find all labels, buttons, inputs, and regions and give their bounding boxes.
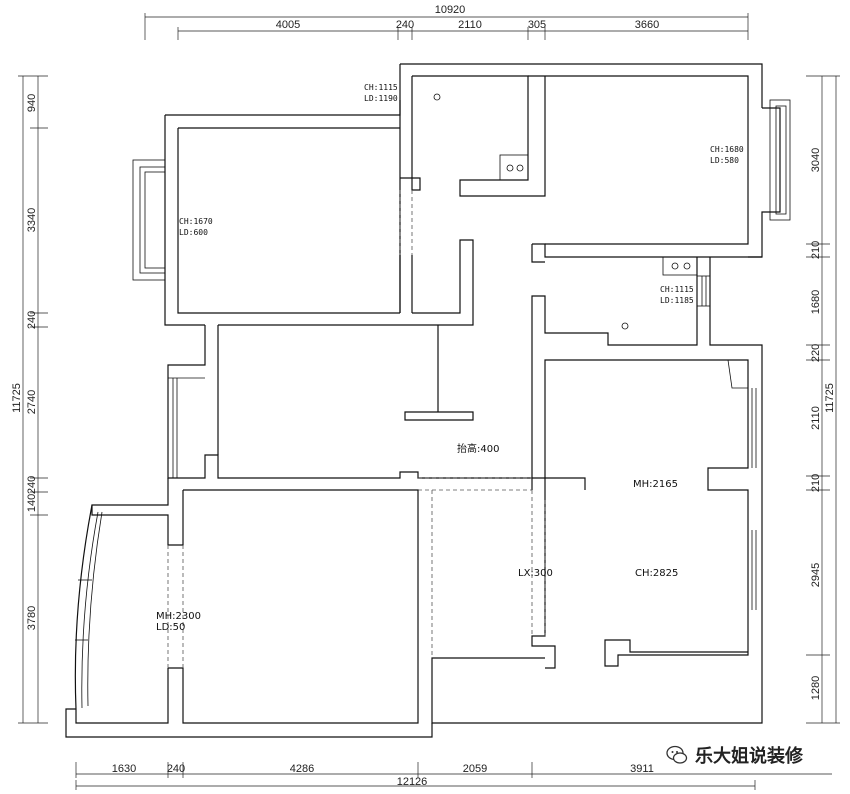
dim-right-total: 11725 — [824, 383, 836, 413]
dim-top-3: 2110 — [458, 19, 482, 31]
dim-left-total: 11725 — [11, 383, 23, 413]
wechat-icon — [666, 745, 688, 764]
right-dimensions: 3040 210 1680 220 2110 210 2945 1280 117… — [806, 75, 840, 724]
dim-bottom-3: 4286 — [290, 763, 314, 775]
left-dimensions: 940 3340 240 2740 240 140 3780 11725 — [11, 75, 48, 724]
dim-bottom-2: 240 — [167, 763, 185, 775]
bedroom-nw-ch: CH:1670 — [179, 217, 213, 226]
bedroom-ne-ld: LD:580 — [710, 156, 739, 165]
dim-right-7: 2945 — [810, 563, 822, 587]
walls — [65, 63, 791, 738]
dim-left-7: 3780 — [26, 606, 38, 630]
dim-right-2: 210 — [810, 241, 822, 259]
dim-right-4: 220 — [810, 344, 822, 362]
dim-bottom-1: 1630 — [112, 763, 136, 775]
balcony-door-height: MH:2300 — [156, 611, 201, 622]
dim-left-3: 240 — [26, 311, 38, 329]
dim-top-4: 305 — [528, 19, 546, 31]
top-dimensions: 10920 4005 240 2110 305 3660 — [144, 4, 749, 40]
dim-top-5: 3660 — [635, 19, 659, 31]
dim-left-5: 240 — [26, 476, 38, 494]
dim-right-1: 3040 — [810, 148, 822, 172]
kitchen-ch: CH:1115 — [364, 83, 398, 92]
lx-label: LX:300 — [518, 568, 553, 579]
living-door-height: MH:2165 — [633, 479, 678, 490]
bath-ld: LD:1185 — [660, 296, 694, 305]
dim-left-4: 2740 — [26, 390, 38, 414]
dim-bottom-5: 3911 — [630, 763, 654, 775]
dim-right-6: 210 — [810, 474, 822, 492]
annotations: CH:1115 LD:1190 CH:1680 LD:580 CH:1670 L… — [156, 83, 744, 633]
dim-bottom-4: 2059 — [463, 763, 487, 775]
dim-left-6: 140 — [26, 494, 38, 512]
balcony-ld: LD:50 — [156, 622, 185, 633]
watermark: 乐大姐说装修 — [665, 742, 803, 768]
dim-top-2: 240 — [396, 19, 414, 31]
dim-top-1: 4005 — [276, 19, 300, 31]
dim-top-total: 10920 — [435, 4, 466, 16]
dim-left-1: 940 — [26, 94, 38, 112]
ceiling-raise-label: 抬高:400 — [457, 442, 499, 455]
dim-right-5: 2110 — [810, 406, 822, 430]
dim-right-3: 1680 — [810, 290, 822, 314]
dim-left-2: 3340 — [26, 208, 38, 232]
kitchen-ld: LD:1190 — [364, 94, 398, 103]
dim-bottom-total: 12126 — [397, 776, 428, 788]
bath-ch: CH:1115 — [660, 285, 694, 294]
bedroom-ne-ch: CH:1680 — [710, 145, 744, 154]
bottom-dimensions: 1630 240 4286 2059 3911 12126 — [75, 762, 832, 790]
watermark-text: 乐大姐说装修 — [695, 746, 803, 767]
bedroom-nw-ld: LD:600 — [179, 228, 208, 237]
dim-right-8: 1280 — [810, 676, 822, 700]
living-ceiling-height: CH:2825 — [635, 568, 678, 579]
